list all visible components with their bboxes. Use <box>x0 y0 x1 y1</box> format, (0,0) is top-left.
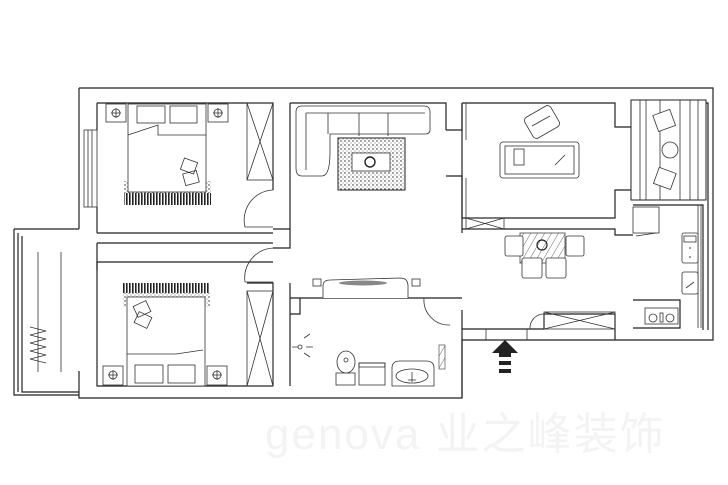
coffee-table-rug-icon <box>337 137 406 191</box>
shower-icon <box>292 333 313 358</box>
entrance-arrow-icon <box>492 340 518 373</box>
nightstand-icon <box>206 365 228 386</box>
bathtub-sink-icon <box>391 360 435 387</box>
chair-icon <box>504 235 524 257</box>
nightstand-icon <box>207 103 229 123</box>
outer-walls <box>78 87 714 399</box>
armchair-icon <box>652 108 677 133</box>
nightstand-icon <box>105 103 127 123</box>
wardrobe-1 <box>246 102 274 181</box>
dishwasher-icon <box>681 271 699 295</box>
bed-icon <box>124 103 211 205</box>
towel-rack <box>438 344 446 370</box>
balcony-right <box>630 99 707 201</box>
stove-icon <box>644 307 679 325</box>
fridge-icon <box>632 206 660 237</box>
tv-cabinet-icon <box>312 277 421 298</box>
bedroom-doors <box>243 189 291 283</box>
bedroom-2 <box>97 261 274 387</box>
shelf-icon <box>465 217 505 230</box>
armchair-icon <box>652 166 677 191</box>
living-room <box>289 102 463 386</box>
bathroom <box>290 297 463 398</box>
nightstand-icon <box>102 365 124 386</box>
office-chair-icon <box>524 105 560 139</box>
study <box>461 102 633 236</box>
chair-icon <box>565 235 585 257</box>
sofa-icon <box>295 105 431 177</box>
toilet-icon <box>335 350 356 386</box>
desk-icon <box>499 141 580 179</box>
kitchen <box>632 204 704 330</box>
bedroom-1 <box>96 102 274 270</box>
wardrobe-2 <box>246 290 274 387</box>
entrance <box>462 311 616 373</box>
chair-icon <box>545 257 567 279</box>
window-bedroom-1 <box>83 129 98 208</box>
washing-machine-icon <box>358 362 386 386</box>
watermark: genova 业之峰装饰 <box>265 410 666 459</box>
round-table-icon <box>661 141 679 159</box>
bed-icon <box>123 283 210 387</box>
balcony-left <box>13 228 79 396</box>
chair-icon <box>521 257 543 279</box>
dining-area <box>504 232 585 279</box>
sink-icon <box>681 232 699 264</box>
shoe-cabinet <box>543 311 616 330</box>
